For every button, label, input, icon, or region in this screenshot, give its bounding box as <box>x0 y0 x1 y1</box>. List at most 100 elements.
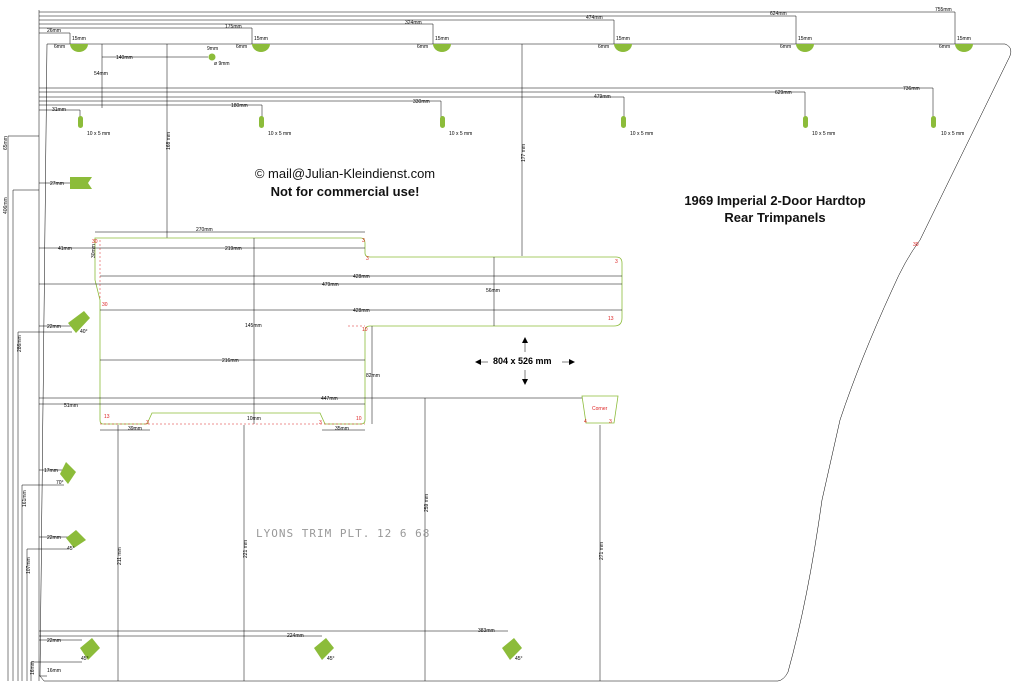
dim-left-161: 161mm <box>22 490 28 507</box>
radius-label: 3 <box>366 256 369 262</box>
dim-top-324: 324mm <box>405 20 422 26</box>
left-dimension-lines <box>7 135 508 681</box>
radius-label: 3 <box>146 420 149 426</box>
dim-slot-180: 180mm <box>231 103 248 109</box>
top-clips <box>70 44 973 52</box>
radius-label: 30 <box>92 239 98 245</box>
slot-size-2: 10 x 5 mm <box>268 131 291 137</box>
dim-145: 145mm <box>245 323 262 329</box>
cutout-dimension-lines <box>39 231 622 431</box>
dim-383: 383mm <box>478 628 495 634</box>
angle-45c: 45° <box>327 656 335 662</box>
slot-size-1: 10 x 5 mm <box>87 131 110 137</box>
angle-40: 40° <box>80 329 88 335</box>
slots <box>78 116 936 128</box>
clip-gap-6: 6mm <box>939 44 950 50</box>
overall-size-label: 804 x 526 mm <box>493 356 552 366</box>
dim-v-177: 177 mm <box>521 144 527 162</box>
dim-39: 39mm <box>128 426 142 432</box>
dim-447: 447mm <box>321 396 338 402</box>
dim-left-107: 107mm <box>26 557 32 574</box>
dim-82: 82mm <box>366 373 380 379</box>
slot-size-6: 10 x 5 mm <box>941 131 964 137</box>
dim-left-286: 286mm <box>17 335 23 352</box>
stamp-right: 12 6 68 <box>377 527 431 540</box>
dim-slot-330: 330mm <box>413 99 430 105</box>
notice-text: Not for commercial use! <box>270 184 420 199</box>
dim-35: 35mm <box>335 426 349 432</box>
radius-label: 4 <box>584 419 587 425</box>
slot-dimension-lines <box>39 87 934 118</box>
angle-45d: 45° <box>515 656 523 662</box>
radius-label: 3 <box>609 419 612 425</box>
radius-label: 10 <box>362 327 368 333</box>
angle-70: 70° <box>56 480 64 486</box>
radius-label: 10 <box>356 416 362 422</box>
dim-v-168: 168 mm <box>166 132 172 150</box>
corner-label: Corner <box>592 406 608 412</box>
dim-41: 41mm <box>58 246 72 252</box>
clip-width-2: 15mm <box>254 36 268 42</box>
dim-219: 219mm <box>225 246 242 252</box>
stamp-left: LYONS TRIM PLT. <box>256 527 371 540</box>
radius-label: 30 <box>102 302 108 308</box>
radius-label: 3 <box>362 238 365 244</box>
clip-width-3: 15mm <box>435 36 449 42</box>
offset-22a: 22mm <box>47 324 61 330</box>
dim-v-259: 259 mm <box>424 494 430 512</box>
radius-label: 3 <box>615 259 618 265</box>
dim-slot-736: 736mm <box>903 86 920 92</box>
radius-label: 13 <box>608 316 614 322</box>
dim-v-271: 271 mm <box>599 542 605 560</box>
offset-27: 27mm <box>50 181 64 187</box>
offset-22b: 22mm <box>47 535 61 541</box>
angle-45b: 45° <box>81 656 89 662</box>
dim-slot-629: 629mm <box>775 90 792 96</box>
dim-428b: 428mm <box>353 308 370 314</box>
clip-gap-2: 6mm <box>236 44 247 50</box>
dim-479: 479mm <box>322 282 339 288</box>
dim-56: 56mm <box>486 288 500 294</box>
offset-16: 16mm <box>47 668 61 674</box>
hole-h: 9mm <box>207 46 218 52</box>
clip-width-1: 15mm <box>72 36 86 42</box>
offset-17: 17mm <box>44 468 58 474</box>
panel-outline <box>39 43 1012 682</box>
clip-width-5: 15mm <box>798 36 812 42</box>
top-dimension-lines <box>38 10 956 681</box>
dim-top-474: 474mm <box>586 15 603 21</box>
dim-left-406: 406mm <box>3 197 9 214</box>
slot-size-5: 10 x 5 mm <box>812 131 835 137</box>
dim-10: 10mm <box>247 416 261 422</box>
dim-30: 30mm <box>91 244 97 258</box>
dim-216: 216mm <box>222 358 239 364</box>
clip-gap-1: 6mm <box>54 44 65 50</box>
offset-22c: 22mm <box>47 638 61 644</box>
dim-top-175: 175mm <box>225 24 242 30</box>
radius-label: 30 <box>913 242 919 248</box>
size-arrows <box>475 337 575 385</box>
clip-gap-4: 6mm <box>598 44 609 50</box>
angle-45a: 45° <box>67 546 75 552</box>
dim-top-26: 26mm <box>47 28 61 34</box>
radius-label: 13 <box>104 414 110 420</box>
title-line-2: Rear Trimpanels <box>724 210 826 225</box>
title-line-1: 1969 Imperial 2-Door Hardtop <box>684 193 866 208</box>
dim-v-211: 211 mm <box>117 547 123 565</box>
clip-gap-3: 6mm <box>417 44 428 50</box>
dim-224: 224mm <box>287 633 304 639</box>
clip-width-4: 15mm <box>616 36 630 42</box>
mounting-hole <box>208 53 216 61</box>
dim-left-65: 65mm <box>3 136 9 150</box>
dim-top-755: 755mm <box>935 7 952 13</box>
dim-v-221: 221 mm <box>243 540 249 558</box>
dim-left-16: 16mm <box>30 661 36 675</box>
angled-clips <box>60 177 522 660</box>
corner-tab <box>581 395 619 424</box>
dim-slot-479: 479mm <box>594 94 611 100</box>
clip-gap-5: 6mm <box>780 44 791 50</box>
hole-y: 54mm <box>94 71 108 77</box>
dim-51: 51mm <box>64 403 78 409</box>
dim-428a: 428mm <box>353 274 370 280</box>
